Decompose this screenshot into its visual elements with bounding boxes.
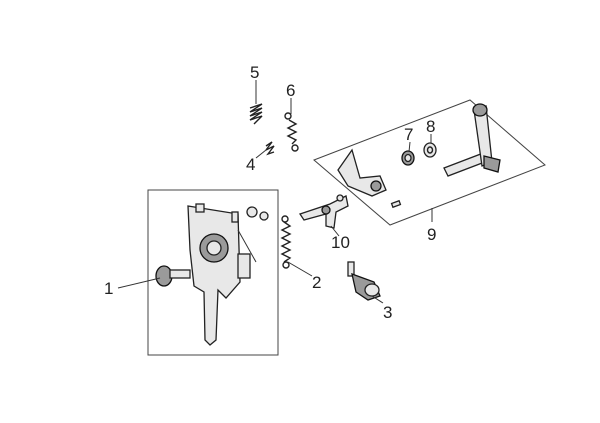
part-10-small-lever — [298, 194, 349, 229]
callout-6: 6 — [286, 81, 295, 100]
part-4-small-spring — [265, 141, 275, 156]
leader-4 — [255, 149, 267, 159]
callout-4: 4 — [246, 155, 255, 174]
frame-part-1 — [147, 189, 279, 356]
callout-2: 2 — [312, 273, 321, 292]
part-5-coil-spring — [249, 103, 263, 125]
part-3-adjuster — [347, 261, 381, 301]
callout-9: 9 — [427, 225, 436, 244]
callout-7: 7 — [404, 125, 413, 144]
part-6-tension-spring — [284, 112, 299, 152]
leader-3 — [371, 295, 384, 304]
callout-3: 3 — [383, 303, 392, 322]
part-8-washer — [423, 142, 437, 158]
frame-part-9 — [313, 99, 546, 226]
callout-8: 8 — [426, 117, 435, 136]
callout-10: 10 — [331, 233, 350, 252]
part-2-spring — [280, 215, 292, 269]
leader-2 — [287, 261, 313, 277]
leader-7 — [408, 141, 411, 153]
callout-5: 5 — [250, 63, 259, 82]
leader-10 — [330, 225, 340, 237]
leader-1 — [117, 277, 161, 289]
part-7-nut — [401, 150, 415, 166]
callout-1: 1 — [104, 279, 113, 298]
part-1-bracket-assembly — [155, 203, 269, 346]
part-9-lever-shaft — [337, 103, 501, 209]
